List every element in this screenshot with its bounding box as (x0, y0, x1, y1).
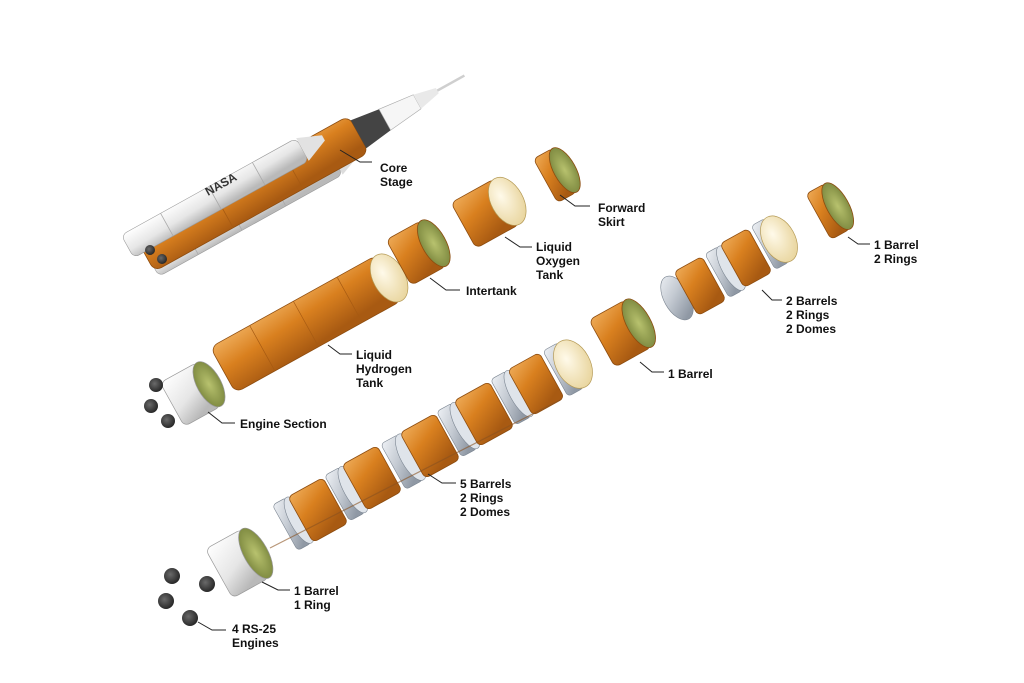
rocket-base-engine-icon (157, 254, 167, 264)
lh2-stringer (269, 399, 561, 549)
label-intertank-barrel: 1 Barrel (668, 367, 713, 381)
leader-intertank (429, 277, 460, 291)
label-lox-barrels: 2 Barrels 2 Rings 2 Domes (786, 294, 838, 336)
engine-nozzle-icon (144, 399, 158, 413)
leader-rs25 (197, 621, 226, 631)
label-forward-skirt-barrel: 1 Barrel 2 Rings (874, 238, 919, 266)
engine-nozzle-icon (149, 378, 163, 392)
sub-components-row (158, 182, 855, 626)
label-engine-section: Engine Section (240, 417, 327, 431)
liquid-hydrogen-tank-part (212, 253, 409, 391)
leader-engine-section (207, 411, 235, 424)
label-lox-tank: Liquid Oxygen Tank (536, 240, 581, 282)
lh2-barrel-part (509, 353, 563, 415)
leader-intertank-barrel (639, 361, 664, 373)
rs25-engine-icon (182, 610, 198, 626)
lox-barrel-part (675, 257, 725, 315)
lox-dome-ring-part (752, 215, 798, 269)
label-lh2-barrels: 5 Barrels 2 Rings 2 Domes (460, 477, 512, 519)
solid-rocket-booster-front (123, 135, 325, 256)
assembled-rocket: NASA (123, 74, 466, 275)
lh2-ring-part (325, 466, 369, 520)
label-lh2-tank: Liquid Hydrogen Tank (356, 348, 413, 390)
intertank-barrel-part (590, 298, 656, 366)
rocket-base-engine-icon (145, 245, 155, 255)
lh2-barrel-part (343, 446, 401, 510)
major-elements-row (144, 147, 581, 428)
leader-lox-tank (504, 236, 532, 248)
leader-forward-skirt (559, 194, 590, 207)
lox-ring-part (706, 245, 746, 297)
forward-skirt-barrel-part (807, 182, 855, 239)
leader-lines (197, 149, 870, 631)
label-forward-skirt: Forward Skirt (598, 201, 646, 229)
lh2-barrel-part (455, 382, 513, 446)
leader-core-stage (339, 149, 372, 163)
lh2-barrel-part (289, 478, 347, 542)
lh2-barrel-part (401, 414, 459, 478)
leader-lh2-tank (327, 344, 352, 355)
label-engine-section-barrel: 1 Barrel 1 Ring (294, 584, 339, 612)
rs25-engine-icon (199, 576, 215, 592)
rs25-engine-icon (164, 568, 180, 584)
leader-lh2-barrels (427, 473, 456, 484)
leader-engine-barrel (261, 581, 290, 591)
engine-section-part (161, 361, 226, 425)
label-rs25-engines: 4 RS-25 Engines (232, 622, 279, 650)
lox-barrel-part (721, 229, 771, 287)
engine-section-barrel-part (207, 527, 274, 597)
leader-lox-barrels (761, 289, 782, 301)
label-intertank: Intertank (466, 284, 517, 298)
lh2-dome-part (544, 339, 593, 396)
leader-fwd-skirt-barrel (847, 236, 870, 245)
forward-skirt-part (534, 147, 581, 202)
intertank-part (387, 219, 451, 284)
label-core-stage: Core Stage (380, 161, 413, 189)
rs25-engine-icon (158, 593, 174, 609)
engine-nozzle-icon (161, 414, 175, 428)
liquid-oxygen-tank-part (452, 176, 527, 247)
